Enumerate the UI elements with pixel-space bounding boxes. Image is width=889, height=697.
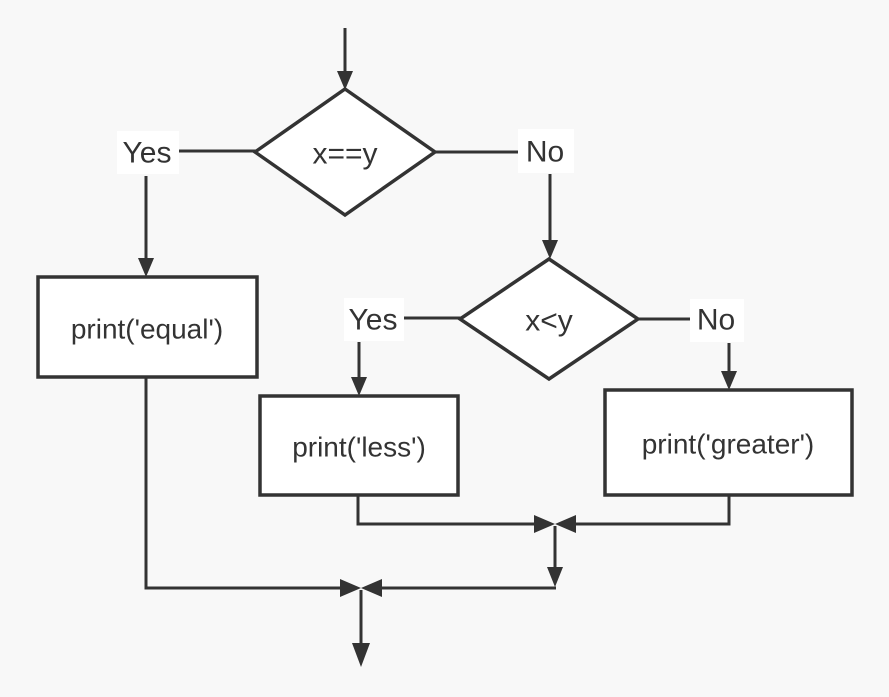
branch-d1-no: No	[435, 129, 574, 259]
branch-label-yes: Yes	[349, 304, 398, 337]
decision-label: x==y	[312, 138, 377, 171]
process-label-less: print('less')	[292, 432, 426, 463]
decision-diamond	[251, 86, 439, 218]
arrowhead-down-icon	[721, 371, 737, 390]
decision-node-x-less-y: x<y	[456, 256, 642, 382]
start-arrow	[337, 28, 353, 90]
branch-label-bg	[690, 299, 744, 342]
arrowhead-left-icon	[361, 579, 382, 597]
arrowhead-down-icon	[542, 240, 558, 259]
exit-arrow	[352, 590, 370, 667]
arrowhead-down-icon	[351, 377, 367, 396]
process-rect	[258, 394, 460, 497]
branch-d2-yes: Yes	[344, 298, 462, 396]
process-node-greater: print('greater')	[603, 388, 854, 497]
arrowhead-down-icon	[352, 643, 370, 667]
branch-label-no: No	[526, 136, 564, 169]
branch-label-yes: Yes	[123, 137, 172, 170]
branch-label-bg	[344, 298, 404, 341]
arrowhead-right-icon	[534, 515, 555, 533]
branch-d1-yes: Yes	[117, 131, 257, 277]
merge-junction-less-greater	[356, 495, 731, 587]
branch-label-bg	[518, 129, 574, 173]
process-node-less: print('less')	[258, 394, 460, 497]
arrowhead-right-icon	[340, 579, 361, 597]
arrowhead-left-icon	[555, 515, 576, 533]
arrowhead-down-icon	[337, 71, 353, 90]
arrowhead-down-icon	[547, 567, 563, 587]
branch-label-no: No	[697, 304, 735, 337]
decision-node-x-equals-y: x==y	[251, 86, 439, 218]
process-rect	[603, 388, 854, 497]
decision-label: x<y	[525, 305, 573, 338]
process-label-greater: print('greater')	[642, 429, 815, 460]
branch-d2-no: No	[638, 299, 744, 390]
process-label-equal: print('equal')	[71, 314, 223, 345]
process-node-equal: print('equal')	[36, 275, 259, 379]
decision-diamond	[456, 256, 642, 382]
merge-junction-final	[144, 377, 556, 597]
arrowhead-down-icon	[138, 258, 154, 277]
branch-label-bg	[117, 131, 179, 174]
